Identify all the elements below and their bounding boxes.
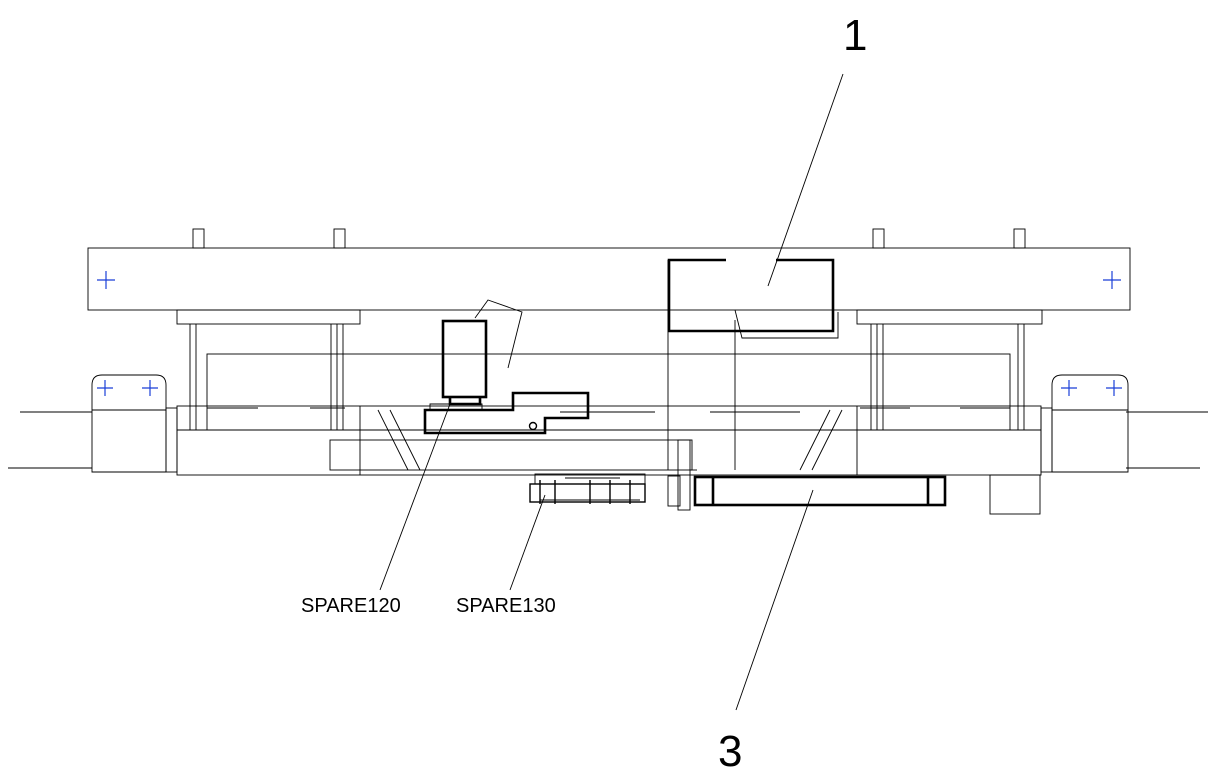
- leader-lines: [379, 73, 844, 711]
- left-end-housing: [91, 374, 178, 473]
- beam-crosshair-marks: [97, 271, 1121, 289]
- sprocket-assembly: [529, 473, 646, 504]
- side-rails: [8, 411, 1208, 469]
- component-3-cylinder: [667, 439, 947, 511]
- base-frame: [176, 405, 1042, 476]
- callout-1-label: 1: [843, 11, 867, 60]
- right-end-housing: [1040, 374, 1129, 473]
- spare120-label: SPARE120: [301, 595, 401, 617]
- vertical-rods: [189, 324, 1025, 430]
- support-plates: [176, 309, 1043, 325]
- right-block: [989, 474, 1041, 515]
- component-1-box: [667, 258, 839, 339]
- top-posts: [192, 228, 1026, 249]
- callout-3-label: 3: [718, 727, 742, 774]
- inner-frame: [206, 260, 1011, 470]
- top-beam: [87, 247, 1131, 311]
- spare130-label: SPARE130: [456, 595, 556, 617]
- motor-assembly: [423, 299, 590, 435]
